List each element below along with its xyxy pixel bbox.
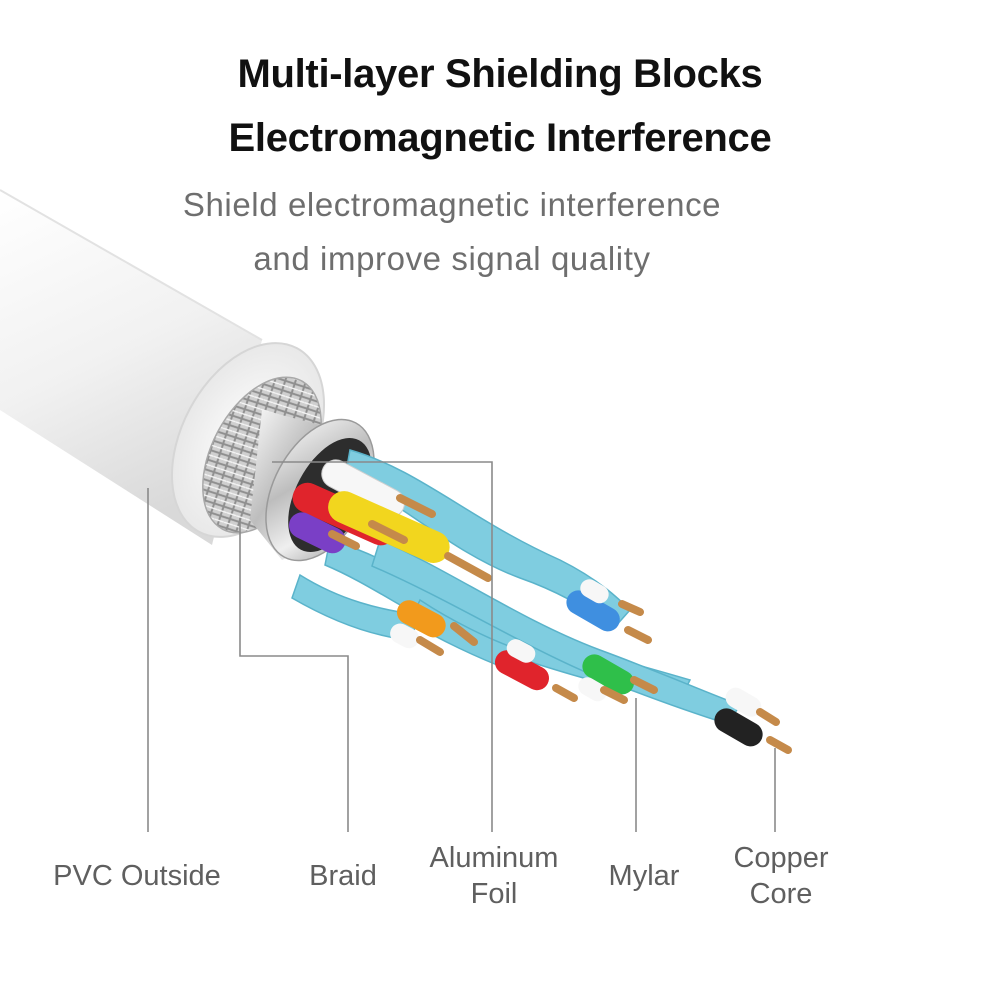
callout-braid: Braid: [298, 858, 388, 894]
callout-pvc-outside-line1: PVC Outside: [40, 858, 234, 894]
callout-mylar-line1: Mylar: [596, 858, 692, 894]
callout-copper-core: Copper Core: [718, 840, 844, 912]
callout-aluminum-foil-line2: Foil: [414, 876, 574, 912]
callout-copper-core-line2: Core: [718, 876, 844, 912]
callout-pvc-outside: PVC Outside: [40, 858, 234, 894]
callout-mylar: Mylar: [596, 858, 692, 894]
callout-copper-core-line1: Copper: [718, 840, 844, 876]
callout-aluminum-foil-line1: Aluminum: [414, 840, 574, 876]
callout-braid-line1: Braid: [298, 858, 388, 894]
callout-aluminum-foil: Aluminum Foil: [414, 840, 574, 912]
